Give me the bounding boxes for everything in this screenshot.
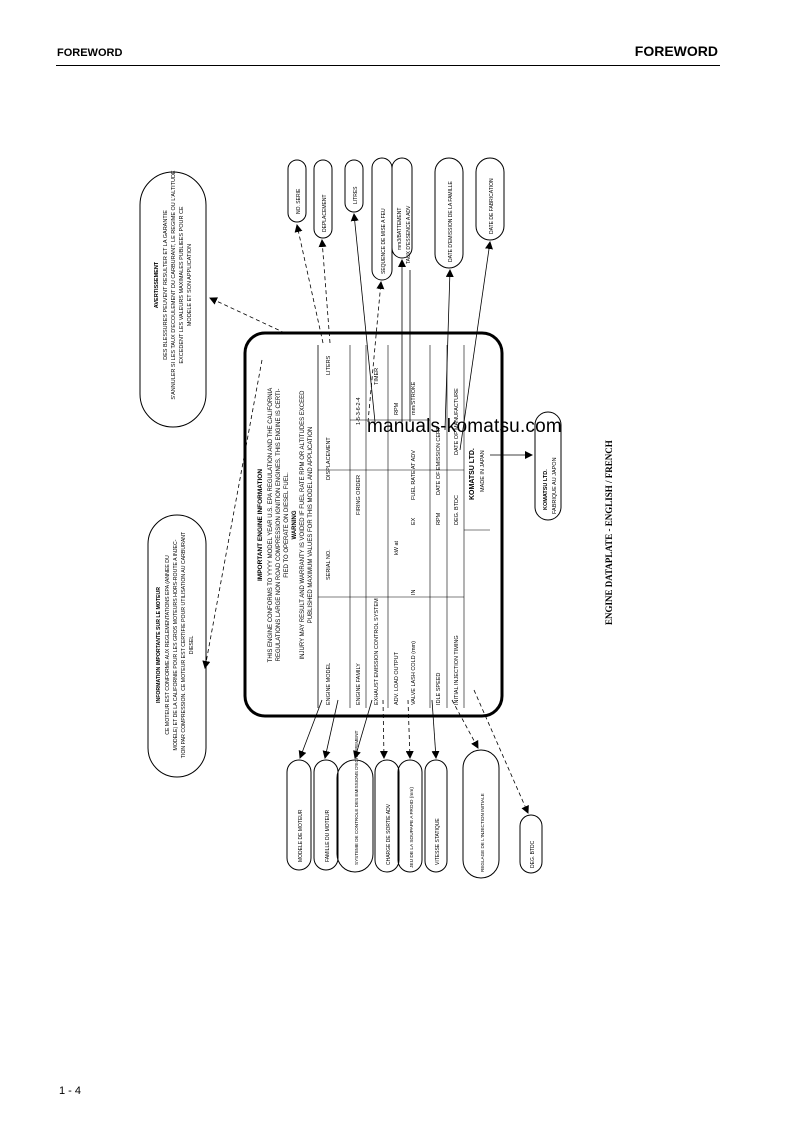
- plate-idle-speed: IDLE SPEED: [436, 673, 442, 705]
- plate-exhaust-control: EXHAUST EMISSION CONTROL SYSTEM: [374, 598, 380, 705]
- information-line-1: CE MOTEUR EST CONFORME AUX REGLEMENTATIO…: [165, 555, 171, 735]
- plate-engine-model: ENGINE MODEL: [326, 663, 332, 705]
- plate-valve-lash: VALVE LASH COLD (mm): [411, 641, 417, 705]
- avertissement-line-3: EXCEDENT LES VALEURS MAXIMALES PUBLIEES …: [179, 206, 185, 364]
- avertissement-title: AVERTISSEMENT: [154, 261, 160, 308]
- callout-deg-btdc: DEG. BTDC: [530, 840, 536, 868]
- caption: ENGINE DATAPLATE - ENGLISH / FRENCH: [604, 440, 614, 625]
- callout-famille: FAMILLE DU MOTEUR: [325, 809, 331, 862]
- fabrique-made: FABRIQUE AU JAPON: [552, 457, 558, 514]
- information-title: INFORMATION IMPORTANTE SUR LE MOTEUR: [156, 587, 162, 703]
- callout-systeme: SYSTEME DE CONTROLE DES EMISSIONS D'ECHA…: [354, 730, 359, 865]
- plate-made-in: MADE IN JAPAN: [480, 450, 486, 492]
- callout-mm3: mm3/BATTEMENT: [397, 208, 403, 250]
- callout-jeu-soupape: JEU DE LA SOUPAPE A FROID (mm): [409, 787, 415, 868]
- plate-date-manufacture: DATE OF MANUFACTURE: [454, 388, 460, 455]
- plate-idle-rpm: RPM: [436, 512, 442, 525]
- plate-deg-btdc: DEG. BTDC: [454, 495, 460, 525]
- plate-intro-1: THIS ENGINE CONFORMS TO YYYY MODEL YEAR …: [268, 388, 274, 663]
- avertissement-line-1: DES BLESSURES PEUVENT RESULTER ET LA GAR…: [163, 210, 169, 360]
- callout-sequence: SEQUENCE DE MISE A FEU: [381, 208, 387, 274]
- plate-rpm: RPM: [394, 402, 400, 415]
- right-callouts: NO. SERIE DEPLACEMENT LITRES SEQUENCE DE…: [287, 157, 505, 281]
- plate-engine-family: ENGINE FAMILY: [356, 663, 362, 705]
- callout-no-serie: NO. SERIE: [296, 188, 302, 214]
- plate-warning-1: INJURY MAY RESULT AND WARRANTY IS VOIDED…: [300, 390, 306, 660]
- plate-liters: LITERS: [326, 355, 332, 375]
- callout-modele: MODELE DE MOTEUR: [298, 809, 304, 862]
- plate-intro-3: FIED TO OPERATE ON DIESEL FUEL.: [284, 472, 290, 578]
- avertissement-callout: AVERTISSEMENT DES BLESSURES PEUVENT RESU…: [139, 170, 207, 428]
- leader-lines: [202, 213, 533, 814]
- callout-date-emission: DATE D'EMISSION DE LA FAMILLE: [448, 180, 454, 262]
- plate-displacement: DISPLACEMENT: [326, 437, 332, 480]
- avertissement-line-2: S'ANNULER SI LES TAUX D'ECOULEMENT DU CA…: [171, 170, 177, 400]
- callout-date-fabrication: DATE DE FABRICATION: [489, 178, 495, 234]
- plate-firing-order: FIRING ORDER: [356, 475, 362, 515]
- plate-warning-title: WARNING: [292, 510, 298, 539]
- callout-vitesse: VITESSE STATIQUE: [435, 818, 441, 865]
- header-left: FOREWORD: [57, 47, 123, 59]
- fabrique-callout: KOMATSU LTD. FABRIQUE AU JAPON: [534, 411, 562, 521]
- data-plate: IMPORTANT ENGINE INFORMATION THIS ENGINE…: [243, 331, 504, 718]
- bottom-callouts: MODELE DE MOTEUR FAMILLE DU MOTEUR SYSTE…: [286, 730, 543, 879]
- plate-firing-seq: 1-5-3-6-2-4: [356, 397, 362, 425]
- plate-intro-2: REGULATIONS LARGE NON ROAD COMPRESSION I…: [276, 389, 282, 662]
- plate-valve-ex: EX: [411, 517, 417, 525]
- callout-litres: LITRES: [353, 186, 359, 204]
- information-line-3: TION PAR COMPRESSION. CE MOTEUR EST CERT…: [181, 531, 187, 758]
- callout-reglage: REGLAGE DE L'INJECTION INITIALE: [480, 793, 485, 872]
- plate-date-emission: DATE OF EMISSION CERT: [436, 426, 442, 495]
- avertissement-line-4: MODELE ET SON APPLICATION: [187, 244, 193, 326]
- plate-serial-no: SERIAL NO.: [326, 549, 332, 580]
- fabrique-brand: KOMATSU LTD.: [543, 469, 549, 510]
- information-line-2: MODELE) ET DE LA CALIFORNIE POUR LES GRO…: [173, 539, 179, 750]
- watermark: manuals-komatsu.com: [367, 416, 562, 437]
- callout-deplacement: DEPLACEMENT: [322, 194, 328, 232]
- page-number: 1 - 4: [59, 1085, 82, 1097]
- plate-injection-timing: INITIAL INJECTION TIMING: [454, 635, 460, 705]
- callout-taux-essence: TAUX D'ESSENCE A ADV: [406, 205, 412, 264]
- plate-brand: KOMATSU LTD.: [469, 448, 476, 500]
- information-callout: INFORMATION IMPORTANTE SUR LE MOTEUR CE …: [147, 514, 207, 778]
- plate-warning-2: PUBLISHED MAXIMUM VALUES FOR THIS MODEL …: [308, 427, 314, 624]
- plate-kw-at: kW at: [394, 540, 400, 555]
- header-right: FOREWORD: [634, 43, 718, 59]
- header-rule: [56, 65, 720, 66]
- plate-adv-load-output: ADV. LOAD OUTPUT: [394, 651, 400, 705]
- plate-title: IMPORTANT ENGINE INFORMATION: [257, 469, 264, 581]
- plate-valve-in: IN: [411, 589, 417, 595]
- plate-mm-stroke: mm/STROKE: [411, 381, 417, 415]
- information-line-4: DIESEL: [189, 636, 195, 655]
- callout-charge: CHARGE DE SORTIE ADV: [386, 803, 392, 865]
- plate-timer: TIMER: [374, 368, 380, 385]
- plate-fuel-rate: FUEL RATE AT ADV: [411, 450, 417, 500]
